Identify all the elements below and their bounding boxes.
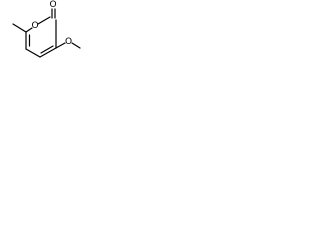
molecule-diagram: O O O bbox=[12, 0, 81, 58]
bond-c2-o1 bbox=[37, 16, 51, 25]
methoxy-oxygen-label: O bbox=[65, 37, 72, 47]
carbonyl-oxygen-label: O bbox=[49, 0, 56, 10]
bond-c5-c4 bbox=[25, 48, 41, 58]
ring-oxygen-label: O bbox=[31, 21, 38, 31]
bond-o1-c6 bbox=[25, 27, 33, 33]
bond-c4-methoxy-o bbox=[55, 42, 66, 49]
bond-c6-methyl bbox=[12, 23, 27, 33]
bond-c4-c3 bbox=[39, 47, 57, 58]
bond-c4-c3-inner bbox=[40, 45, 54, 54]
bond-methoxy-o-methyl bbox=[71, 42, 81, 49]
